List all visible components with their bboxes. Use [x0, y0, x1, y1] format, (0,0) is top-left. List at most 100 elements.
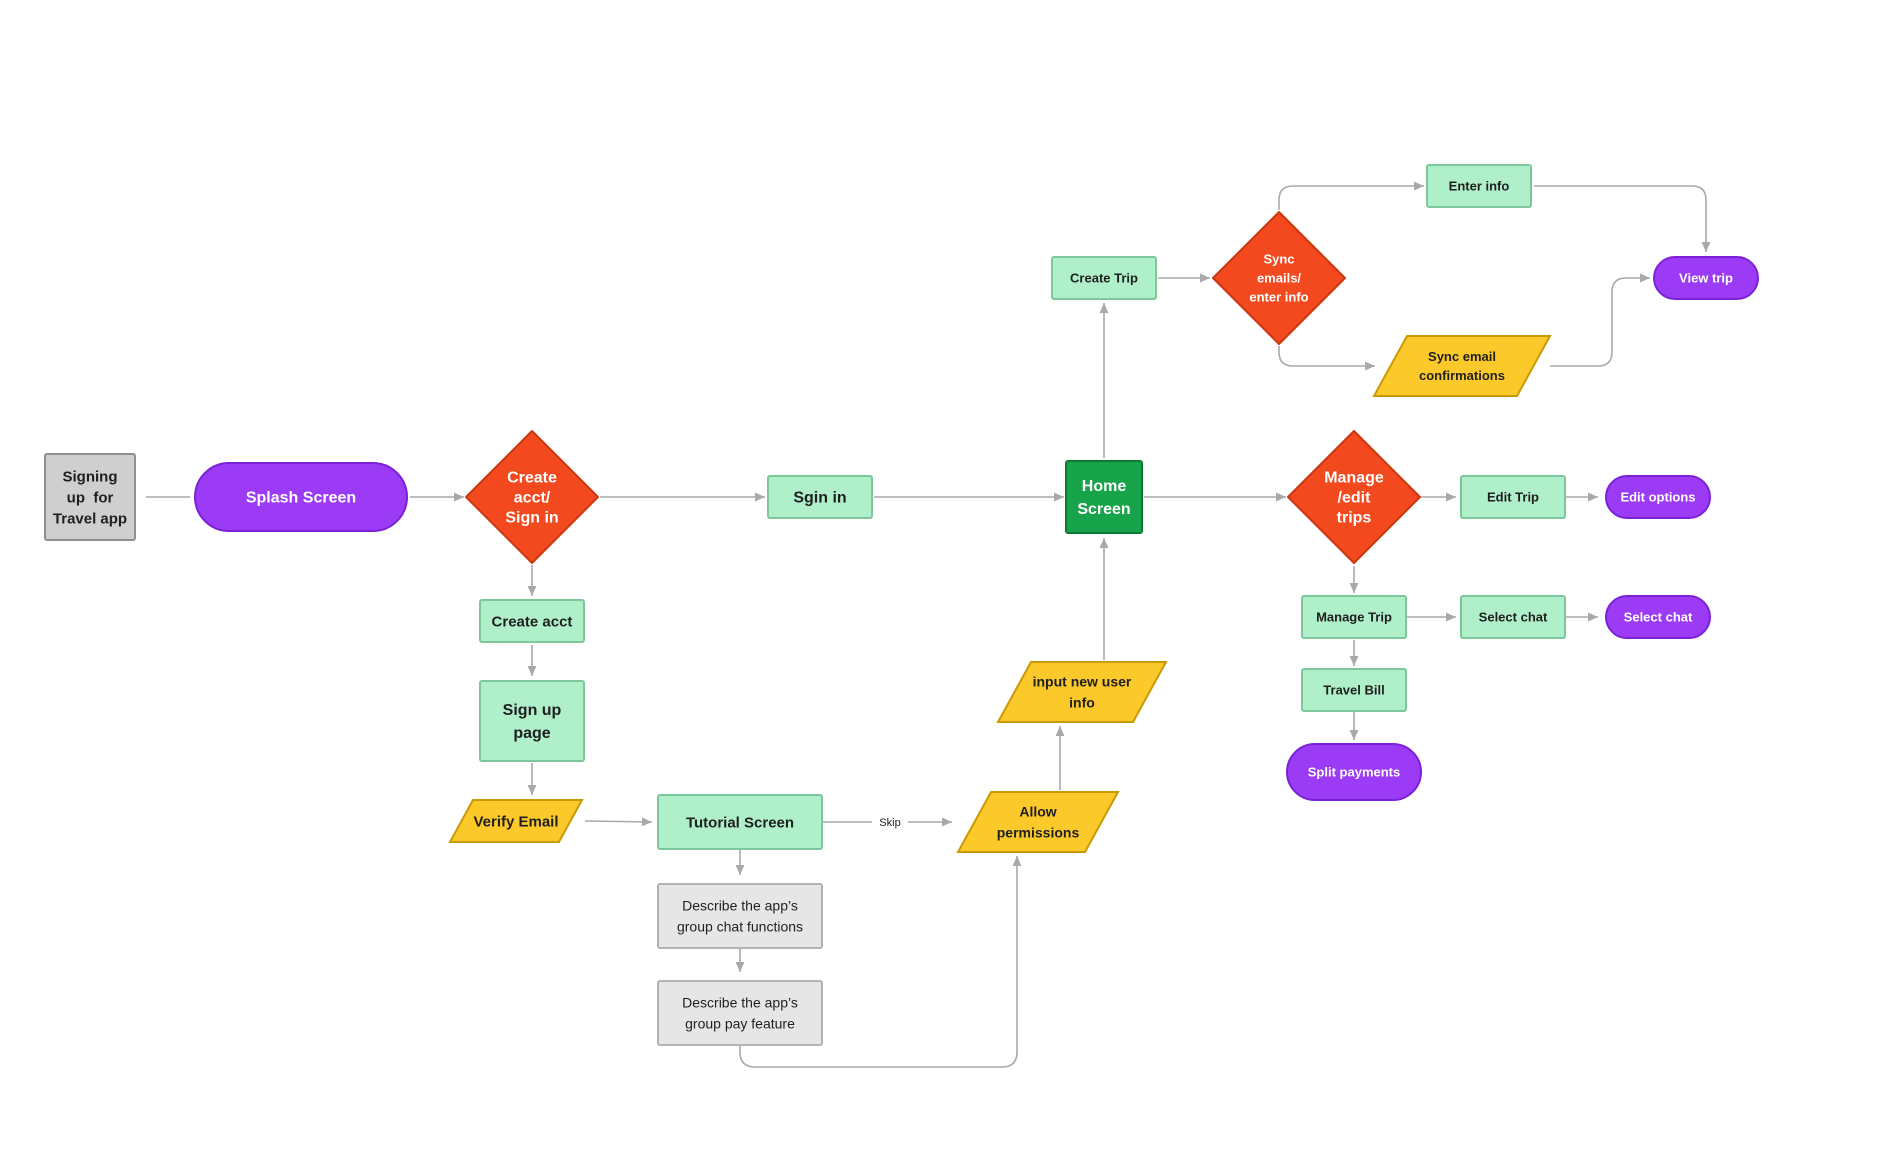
create-or-signin-decision-label-line-2: acct/ — [514, 490, 551, 507]
describe-group-chat-note-label-line-2: group chat functions — [677, 918, 803, 934]
home-screen-process-label-line-2: Screen — [1077, 501, 1130, 518]
splash-screen-terminal: Splash Screen — [194, 462, 408, 532]
manage-trip-process: Manage Trip — [1301, 595, 1407, 639]
create-or-signin-decision: Create acct/Sign in — [465, 430, 599, 564]
edit-trip-process: Edit Trip — [1460, 475, 1566, 519]
start-node-label-line-2: up for — [67, 489, 114, 506]
sync-emails-decision-shape — [1212, 211, 1346, 345]
allow-permissions-io-shape — [956, 791, 1120, 853]
select-chat-process-label-line-1: Select chat — [1479, 610, 1548, 625]
sign-up-page-process-shape — [479, 680, 585, 762]
allow-permissions-io-label-line-1: Allow — [1019, 803, 1056, 819]
edge-sync-to-syncemail — [1278, 346, 1375, 371]
verify-email-io: Verify Email — [448, 799, 584, 843]
edit-options-terminal-label-line-1: Edit options — [1620, 490, 1695, 505]
describe-group-pay-note-label-line-1: Describe the app’s — [682, 994, 798, 1010]
select-chat-terminal-label-line-1: Select chat — [1624, 610, 1693, 625]
view-trip-terminal-label-line-1: View trip — [1679, 271, 1733, 286]
edge-verify-to-tutorial — [584, 817, 653, 827]
split-payments-terminal-label-line-1: Split payments — [1308, 765, 1400, 780]
verify-email-io-shape — [448, 799, 584, 843]
sign-in-process-label-line-1: Sgin in — [793, 490, 846, 507]
sign-in-process: Sgin in — [767, 475, 873, 519]
view-trip-terminal-shape — [1653, 256, 1759, 300]
manage-edit-trips-decision-label-line-2: /edit — [1338, 490, 1372, 507]
input-new-user-info-io-shape — [996, 661, 1168, 723]
create-trip-process-label-line-1: Create Trip — [1070, 271, 1138, 286]
sync-email-confirmations-io-label-line-1: Sync email — [1428, 349, 1496, 364]
manage-edit-trips-decision-label-line-3: trips — [1337, 510, 1372, 527]
describe-group-pay-note-label-line-2: group pay feature — [685, 1015, 795, 1031]
sign-up-page-process: Sign up page — [479, 680, 585, 762]
tutorial-screen-process: Tutorial Screen — [657, 794, 823, 850]
input-new-user-info-io: input new user info — [996, 661, 1168, 723]
travel-bill-process-label-line-1: Travel Bill — [1323, 683, 1384, 698]
edge-sync-to-enterinfo — [1278, 181, 1424, 210]
describe-group-chat-note-label-line-1: Describe the app’s — [682, 897, 798, 913]
enter-info-process-label-line-1: Enter info — [1449, 179, 1510, 194]
create-or-signin-decision-shape — [465, 430, 599, 564]
allow-permissions-io: Allow permissions — [956, 791, 1120, 853]
splash-screen-terminal-shape — [194, 462, 408, 532]
manage-edit-trips-decision-shape — [1287, 430, 1421, 564]
sync-email-confirmations-io-label-line-2: confirmations — [1419, 368, 1505, 383]
manage-edit-trips-decision: Manage/edit trips — [1287, 430, 1421, 564]
home-screen-process-shape — [1065, 460, 1143, 534]
sync-emails-decision-label-line-3: enter info — [1249, 290, 1308, 305]
input-new-user-info-io-label-line-2: info — [1069, 694, 1095, 710]
select-chat-terminal: Select chat — [1605, 595, 1711, 639]
create-acct-process-label-line-1: Create acct — [492, 613, 573, 630]
edit-options-terminal: Edit options — [1605, 475, 1711, 519]
view-trip-terminal: View trip — [1653, 256, 1759, 300]
start-node-label-line-1: Signing — [63, 468, 118, 485]
select-chat-terminal-shape — [1605, 595, 1711, 639]
manage-trip-process-label-line-1: Manage Trip — [1316, 610, 1392, 625]
sync-emails-decision-label-line-1: Sync — [1263, 252, 1294, 267]
sync-emails-decision: Sync emails/enter info — [1212, 211, 1346, 345]
split-payments-terminal: Split payments — [1286, 743, 1422, 801]
enter-info-process-shape — [1426, 164, 1532, 208]
edit-trip-process-shape — [1460, 475, 1566, 519]
split-payments-terminal-shape — [1286, 743, 1422, 801]
describe-group-pay-note-shape — [657, 980, 823, 1046]
start-node-label-line-3: Travel app — [53, 510, 127, 527]
select-chat-process-shape — [1460, 595, 1566, 639]
create-acct-process: Create acct — [479, 599, 585, 643]
input-new-user-info-io-label-line-1: input new user — [1033, 673, 1132, 689]
create-trip-process-shape — [1051, 256, 1157, 300]
splash-screen-terminal-label-line-1: Splash Screen — [246, 490, 356, 507]
describe-group-chat-note: Describe the app’s group chat functions — [657, 883, 823, 949]
sign-in-process-shape — [767, 475, 873, 519]
manage-edit-trips-decision-label-line-1: Manage — [1324, 470, 1384, 487]
describe-group-pay-note: Describe the app’s group pay feature — [657, 980, 823, 1046]
manage-trip-process-shape — [1301, 595, 1407, 639]
allow-permissions-io-label-line-2: permissions — [997, 824, 1080, 840]
describe-group-chat-note-shape — [657, 883, 823, 949]
edit-trip-process-label-line-1: Edit Trip — [1487, 490, 1539, 505]
start-node-shape — [44, 453, 136, 541]
create-acct-process-shape — [479, 599, 585, 643]
sign-up-page-process-label-line-2: page — [513, 725, 550, 742]
edge-syncemail-to-viewtrip — [1550, 273, 1650, 367]
create-or-signin-decision-label-line-3: Sign in — [505, 510, 558, 527]
sync-emails-decision-label-line-2: emails/ — [1257, 271, 1301, 286]
sign-up-page-process-label-line-1: Sign up — [503, 702, 562, 719]
create-trip-process: Create Trip — [1051, 256, 1157, 300]
edit-options-terminal-shape — [1605, 475, 1711, 519]
create-or-signin-decision-label-line-1: Create — [507, 470, 557, 487]
edge-describepay-to-allow — [739, 856, 1022, 1068]
tutorial-screen-process-shape — [657, 794, 823, 850]
edge-label-skip: Skip — [879, 817, 900, 829]
tutorial-screen-process-label-line-1: Tutorial Screen — [686, 814, 794, 831]
sync-email-confirmations-io: Sync email confirmations — [1372, 335, 1552, 397]
select-chat-process: Select chat — [1460, 595, 1566, 639]
home-screen-process-label-line-1: Home — [1082, 478, 1127, 495]
sync-email-confirmations-io-shape — [1372, 335, 1552, 397]
enter-info-process: Enter info — [1426, 164, 1532, 208]
edge-enterinfo-to-viewtrip — [1534, 185, 1711, 252]
verify-email-io-label-line-1: Verify Email — [473, 813, 558, 830]
